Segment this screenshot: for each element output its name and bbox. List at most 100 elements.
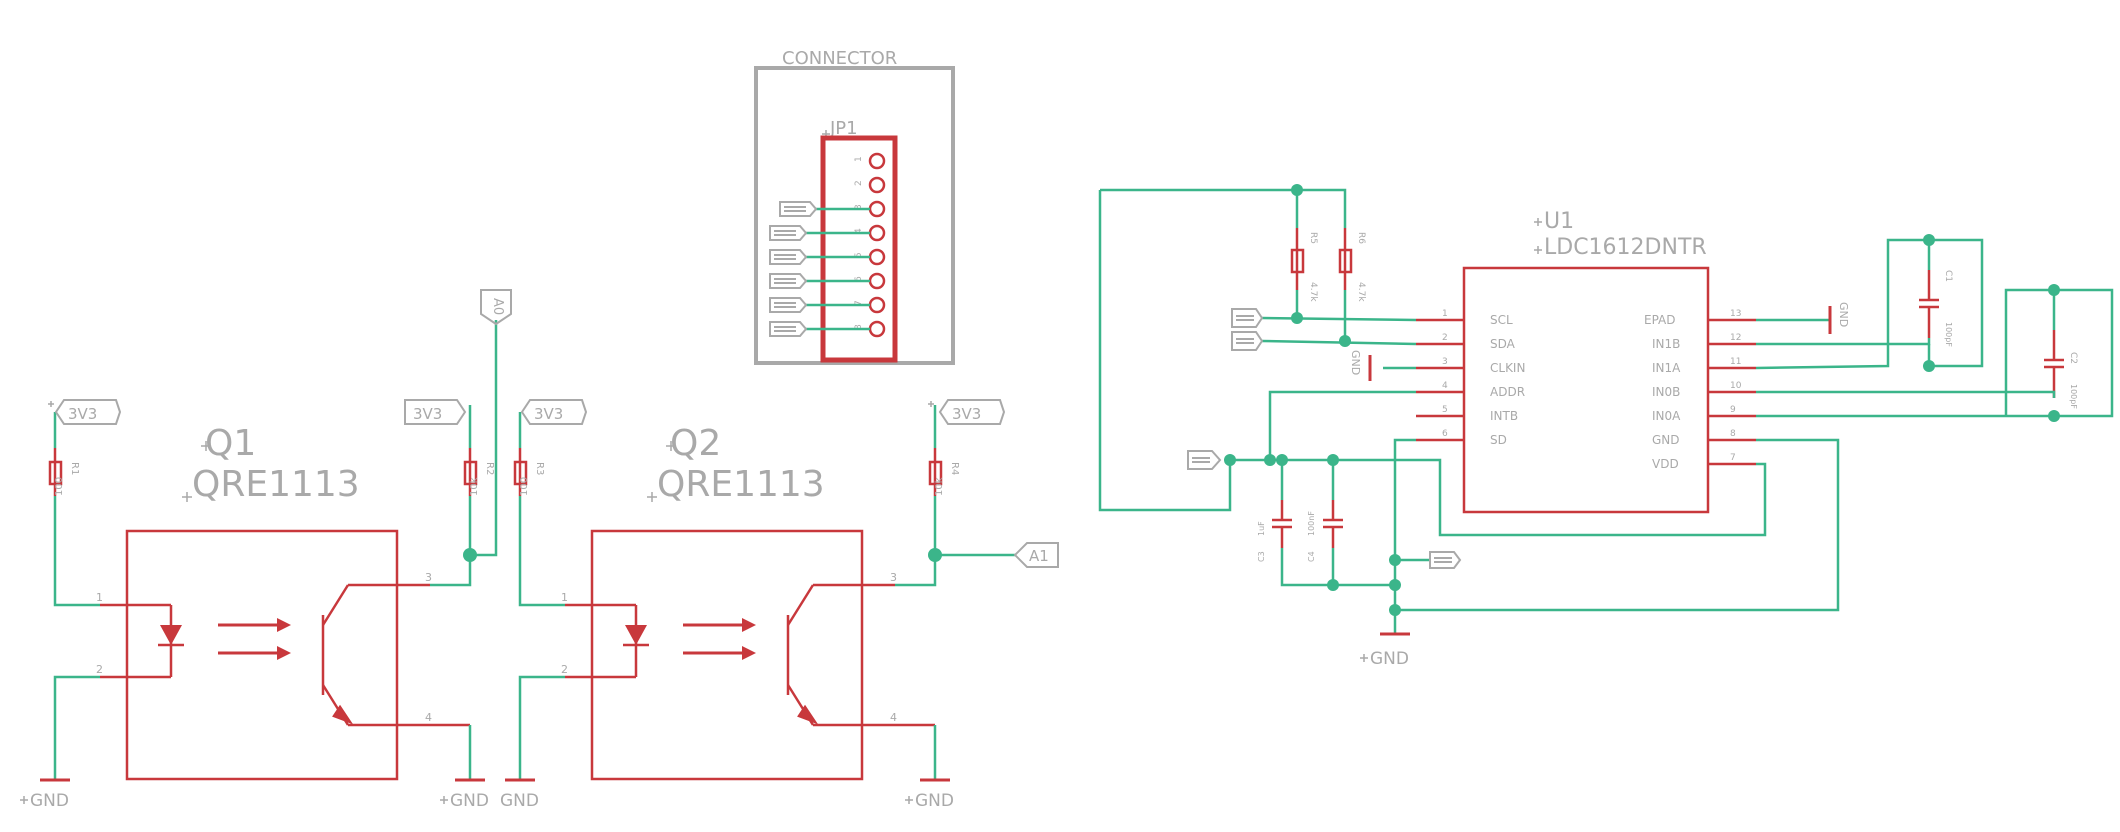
- q1-pin-1: 1: [96, 591, 103, 604]
- svg-text:GND: GND: [500, 791, 539, 811]
- u1-pin-label-sd: SD: [1490, 433, 1507, 447]
- jp1-pin-7: 7: [854, 300, 864, 306]
- u1-right-pin-stubs: [1708, 318, 1756, 466]
- jp1-pin-1: 1: [854, 156, 864, 162]
- q1-r2-3v3-power-label: 3V3: [404, 399, 467, 425]
- u1-c2-value: 100pF: [2069, 384, 2078, 409]
- q2-r3-3v3-power-label: 3V3: [520, 399, 588, 425]
- u1-c3-name: C3: [1257, 551, 1266, 562]
- u1-name: U1: [1544, 209, 1574, 234]
- q2-r4-value: 10k: [934, 477, 945, 496]
- jp1-wires: [805, 207, 870, 331]
- u1-net-label-text-bars: [1192, 315, 1452, 563]
- u1-pin-num-10: 10: [1730, 381, 1742, 391]
- q2-r4-3v3-power-label: 3V3: [928, 399, 1006, 425]
- u1-pin-num-3: 3: [1442, 357, 1448, 367]
- u1-c3-value: 1uF: [1257, 521, 1266, 536]
- u1-pin-label-scl: SCL: [1490, 313, 1513, 327]
- jp1-pin-8: 8: [854, 324, 864, 330]
- q1-r1-resistor: R1 100: [48, 448, 80, 496]
- u1-pin-label-in1b: IN1B: [1652, 337, 1680, 351]
- svg-text:GND: GND: [1349, 350, 1362, 375]
- u1-c2-capacitor: [2044, 330, 2064, 398]
- u1-net-label-flags: [1187, 308, 1462, 569]
- q2-led-symbol: [565, 603, 649, 679]
- q1-gnd-left-symbol: GND: [20, 778, 70, 811]
- q2-r4-resistor: R4 10k: [928, 448, 960, 496]
- u1-pin-num-6: 6: [1442, 429, 1448, 439]
- svg-text:GND: GND: [915, 791, 954, 811]
- svg-text:GND: GND: [1370, 649, 1409, 669]
- u1-c4-value: 100nF: [1307, 511, 1316, 536]
- svg-text:3V3: 3V3: [68, 405, 97, 423]
- q2-r3-resistor: R3 100: [513, 448, 545, 496]
- u1-pin-label-clkin: CLKIN: [1490, 361, 1525, 375]
- jp1-pin-3: 3: [854, 204, 864, 210]
- u1-pin-num-1: 1: [1442, 309, 1448, 319]
- svg-text:GND: GND: [1837, 302, 1850, 327]
- jp1-header-body: [820, 135, 898, 363]
- q2-r4-name: R4: [949, 462, 960, 475]
- q1-value: QRE1113: [192, 464, 360, 505]
- u1-junction-dots: [1224, 184, 2060, 616]
- svg-text:A1: A1: [1029, 547, 1049, 565]
- q2-gnd-right-symbol: GND: [905, 778, 954, 811]
- u1-clkin-gnd-symbol: GND: [1349, 350, 1372, 381]
- q1-r1-name: R1: [69, 462, 80, 475]
- q1-body: [125, 529, 399, 781]
- u1-c3-capacitor: [1272, 500, 1292, 548]
- q2-wires: [518, 405, 1015, 780]
- u1-wires: [1098, 188, 2114, 625]
- q1-junction: [463, 548, 477, 562]
- u1-pin-num-13: 13: [1730, 309, 1741, 319]
- q2-value: QRE1113: [657, 464, 825, 505]
- u1-main-gnd-symbol: GND: [1360, 625, 1410, 669]
- connector-frame: CONNECTOR JP1 1 2 3 4 5 6 7 8: [754, 48, 955, 365]
- connector-frame-title: CONNECTOR: [782, 48, 897, 69]
- q2-r3-name: R3: [534, 462, 545, 475]
- q2-name: Q2: [670, 423, 721, 464]
- q2-junction: [928, 548, 942, 562]
- q2-pin-1: 1: [561, 591, 568, 604]
- u1-pin-label-in0a: IN0A: [1652, 409, 1681, 423]
- jp1-pin-4: 4: [854, 228, 864, 234]
- u1-r5-name: R5: [1308, 232, 1318, 244]
- u1-pin-label-addr: ADDR: [1490, 385, 1525, 399]
- u1-pin-num-9: 9: [1730, 405, 1736, 415]
- u1-r5-value: 4.7k: [1308, 282, 1318, 302]
- u1-r5-resistor: R5 4.7k: [1290, 228, 1318, 302]
- q1-r2-resistor: R2 10k: [463, 448, 495, 496]
- q1-phototransistor-symbol: [321, 583, 470, 727]
- q1-r1-value: 100: [54, 477, 65, 496]
- q2-gnd-left-symbol: GND: [500, 778, 539, 811]
- svg-text:A0: A0: [490, 298, 505, 315]
- u1-r6-resistor: R6 4.7k: [1338, 228, 1366, 302]
- jp1-pin-5: 5: [854, 252, 864, 258]
- q1-3v3-power-label: 3V3: [48, 399, 122, 425]
- u1-pin-num-7: 7: [1730, 453, 1736, 463]
- u1-body: [1462, 266, 1710, 514]
- u1-c1-value: 100pF: [1944, 322, 1953, 347]
- u1-pin-num-12: 12: [1730, 333, 1741, 343]
- q2-phototransistor-symbol: [786, 583, 935, 727]
- svg-text:GND: GND: [30, 791, 69, 811]
- q1-gnd-right-symbol: GND: [440, 778, 489, 811]
- svg-text:3V3: 3V3: [413, 405, 442, 423]
- u1-c1-name: C1: [1943, 270, 1953, 282]
- q2-pin-2: 2: [561, 663, 568, 676]
- q2-pin-4: 4: [890, 711, 897, 724]
- u1-pin-label-epad: EPAD: [1644, 313, 1676, 327]
- u1-pin-num-8: 8: [1730, 429, 1736, 439]
- jp1-net-label-text-bars: [774, 206, 806, 332]
- q2-light-arrows-icon: [683, 618, 756, 660]
- u1-c4-name: C4: [1307, 551, 1316, 562]
- u1-pin-label-in0b: IN0B: [1652, 385, 1680, 399]
- q1-a0-net-label: A0: [480, 289, 512, 326]
- u1-value: LDC1612DNTR: [1544, 235, 1707, 260]
- u1-c4-capacitor: [1323, 500, 1343, 548]
- u1-epad-gnd-symbol: GND: [1828, 302, 1850, 334]
- q1-name: Q1: [205, 423, 256, 464]
- q2-a1-net-label: A1: [1013, 542, 1059, 568]
- u1-pin-num-11: 11: [1730, 357, 1741, 367]
